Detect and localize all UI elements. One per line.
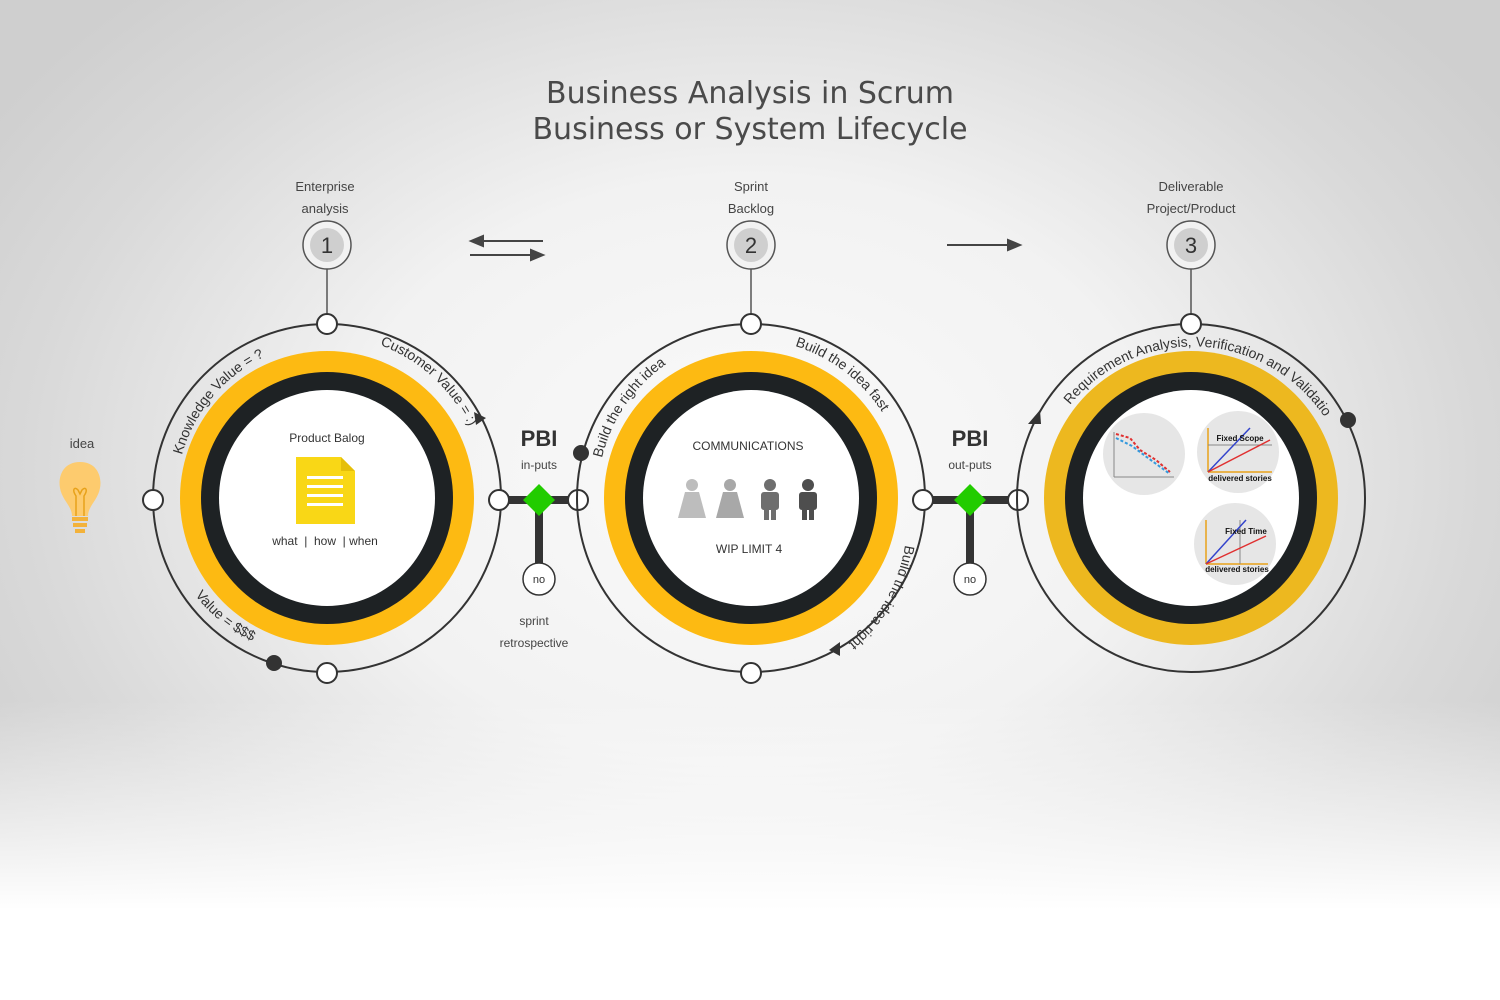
fixed-time-caption: delivered stories [1205,565,1269,574]
circle-3-node-dark [1340,412,1356,428]
connector-2-decision-diamond [954,484,986,516]
connector-1-no-node[interactable] [522,562,556,596]
circle-2-center-caption: WIP LIMIT 4 [716,542,783,556]
circle-1-enterprise: Knowledge Value = ? Customer Value = :) … [142,313,502,684]
circle-2-center-title: COMMUNICATIONS [692,439,803,453]
stage-1-label-line2: analysis [302,201,349,216]
swap-arrows [468,234,546,262]
connector-1-node-left[interactable] [488,489,510,511]
stage-2-label-line1: Sprint [734,179,768,194]
connector-2-title: PBI [952,426,989,451]
document-icon [296,457,355,524]
stage-2-number: 2 [745,233,757,258]
team-people-icon [678,479,817,520]
page-title: Business Analysis in Scrum [546,76,954,111]
stage-2-badge: 2 [726,220,776,315]
stage-3-label-line2: Project/Product [1147,201,1236,216]
fixed-time-chart-icon: Fixed Time delivered stories [1194,503,1276,585]
circle-1-center-title: Product Balog [289,431,364,445]
circle-1-node-dark [266,655,282,671]
circle-1-node-bottom[interactable] [316,662,338,684]
circle-1-node-top[interactable] [316,313,338,335]
fixed-scope-label: Fixed Scope [1216,434,1264,443]
idea-label: idea [70,436,95,451]
stage-2-label-line2: Backlog [728,201,774,216]
connector-1-subtitle: in-puts [521,458,557,472]
fixed-scope-chart-icon: Fixed Scope delivered stories [1197,411,1279,493]
fixed-scope-caption: delivered stories [1208,474,1272,483]
connector-2-subtitle: out-puts [948,458,991,472]
circle-2-node-bottom[interactable] [740,662,762,684]
circle-1-center-caption: what | how | when [271,534,378,548]
connector-pbi-inputs: PBI in-puts no sprint retrospective [488,426,589,650]
lightbulb-icon [59,462,101,533]
connector-1-title: PBI [521,426,558,451]
forward-arrow [947,238,1023,252]
person-male-icon [799,479,817,520]
connector-2-no-node[interactable] [953,562,987,596]
connector-1-caption-line2: retrospective [500,636,569,650]
stage-1-number: 1 [321,233,333,258]
burndown-chart-icon [1103,413,1185,495]
stage-3-label-line1: Deliverable [1158,179,1223,194]
connector-2-node-left[interactable] [912,489,934,511]
connector-1-no-label: no [533,574,545,586]
circle-2-sprint: Build the right idea Build the idea fast… [573,313,926,684]
stage-3-badge: 3 [1166,220,1216,315]
circle-3-node-top[interactable] [1180,313,1202,335]
svg-text:Requirement Analysis, Verifica: Requirement Analysis, Verification and V… [0,0,1335,419]
person-female-icon [716,479,744,518]
circle-3-arrow-head [1028,410,1041,424]
stage-1-label-line1: Enterprise [295,179,354,194]
circle-2-node-top[interactable] [740,313,762,335]
connector-1-decision-diamond [523,484,555,516]
connector-2-no-label: no [964,574,976,586]
connector-1-caption-line1: sprint [519,614,549,628]
person-female-icon [678,479,706,518]
stage-3-number: 3 [1185,233,1197,258]
circle-2-node-dark [573,445,589,461]
circle-1-node-left[interactable] [142,489,164,511]
circle-3-arc-text: Requirement Analysis, Verification and V… [0,0,1335,419]
background-fade [0,700,1500,1000]
circle-2-arrow-head [829,642,840,656]
circle-1-arrow-head [474,412,486,425]
connector-pbi-outputs: PBI out-puts no [912,426,1029,596]
fixed-time-label: Fixed Time [1225,527,1267,536]
page-subtitle: Business or System Lifecycle [532,112,968,147]
stage-1-badge: 1 [302,220,352,315]
person-male-icon [761,479,779,520]
